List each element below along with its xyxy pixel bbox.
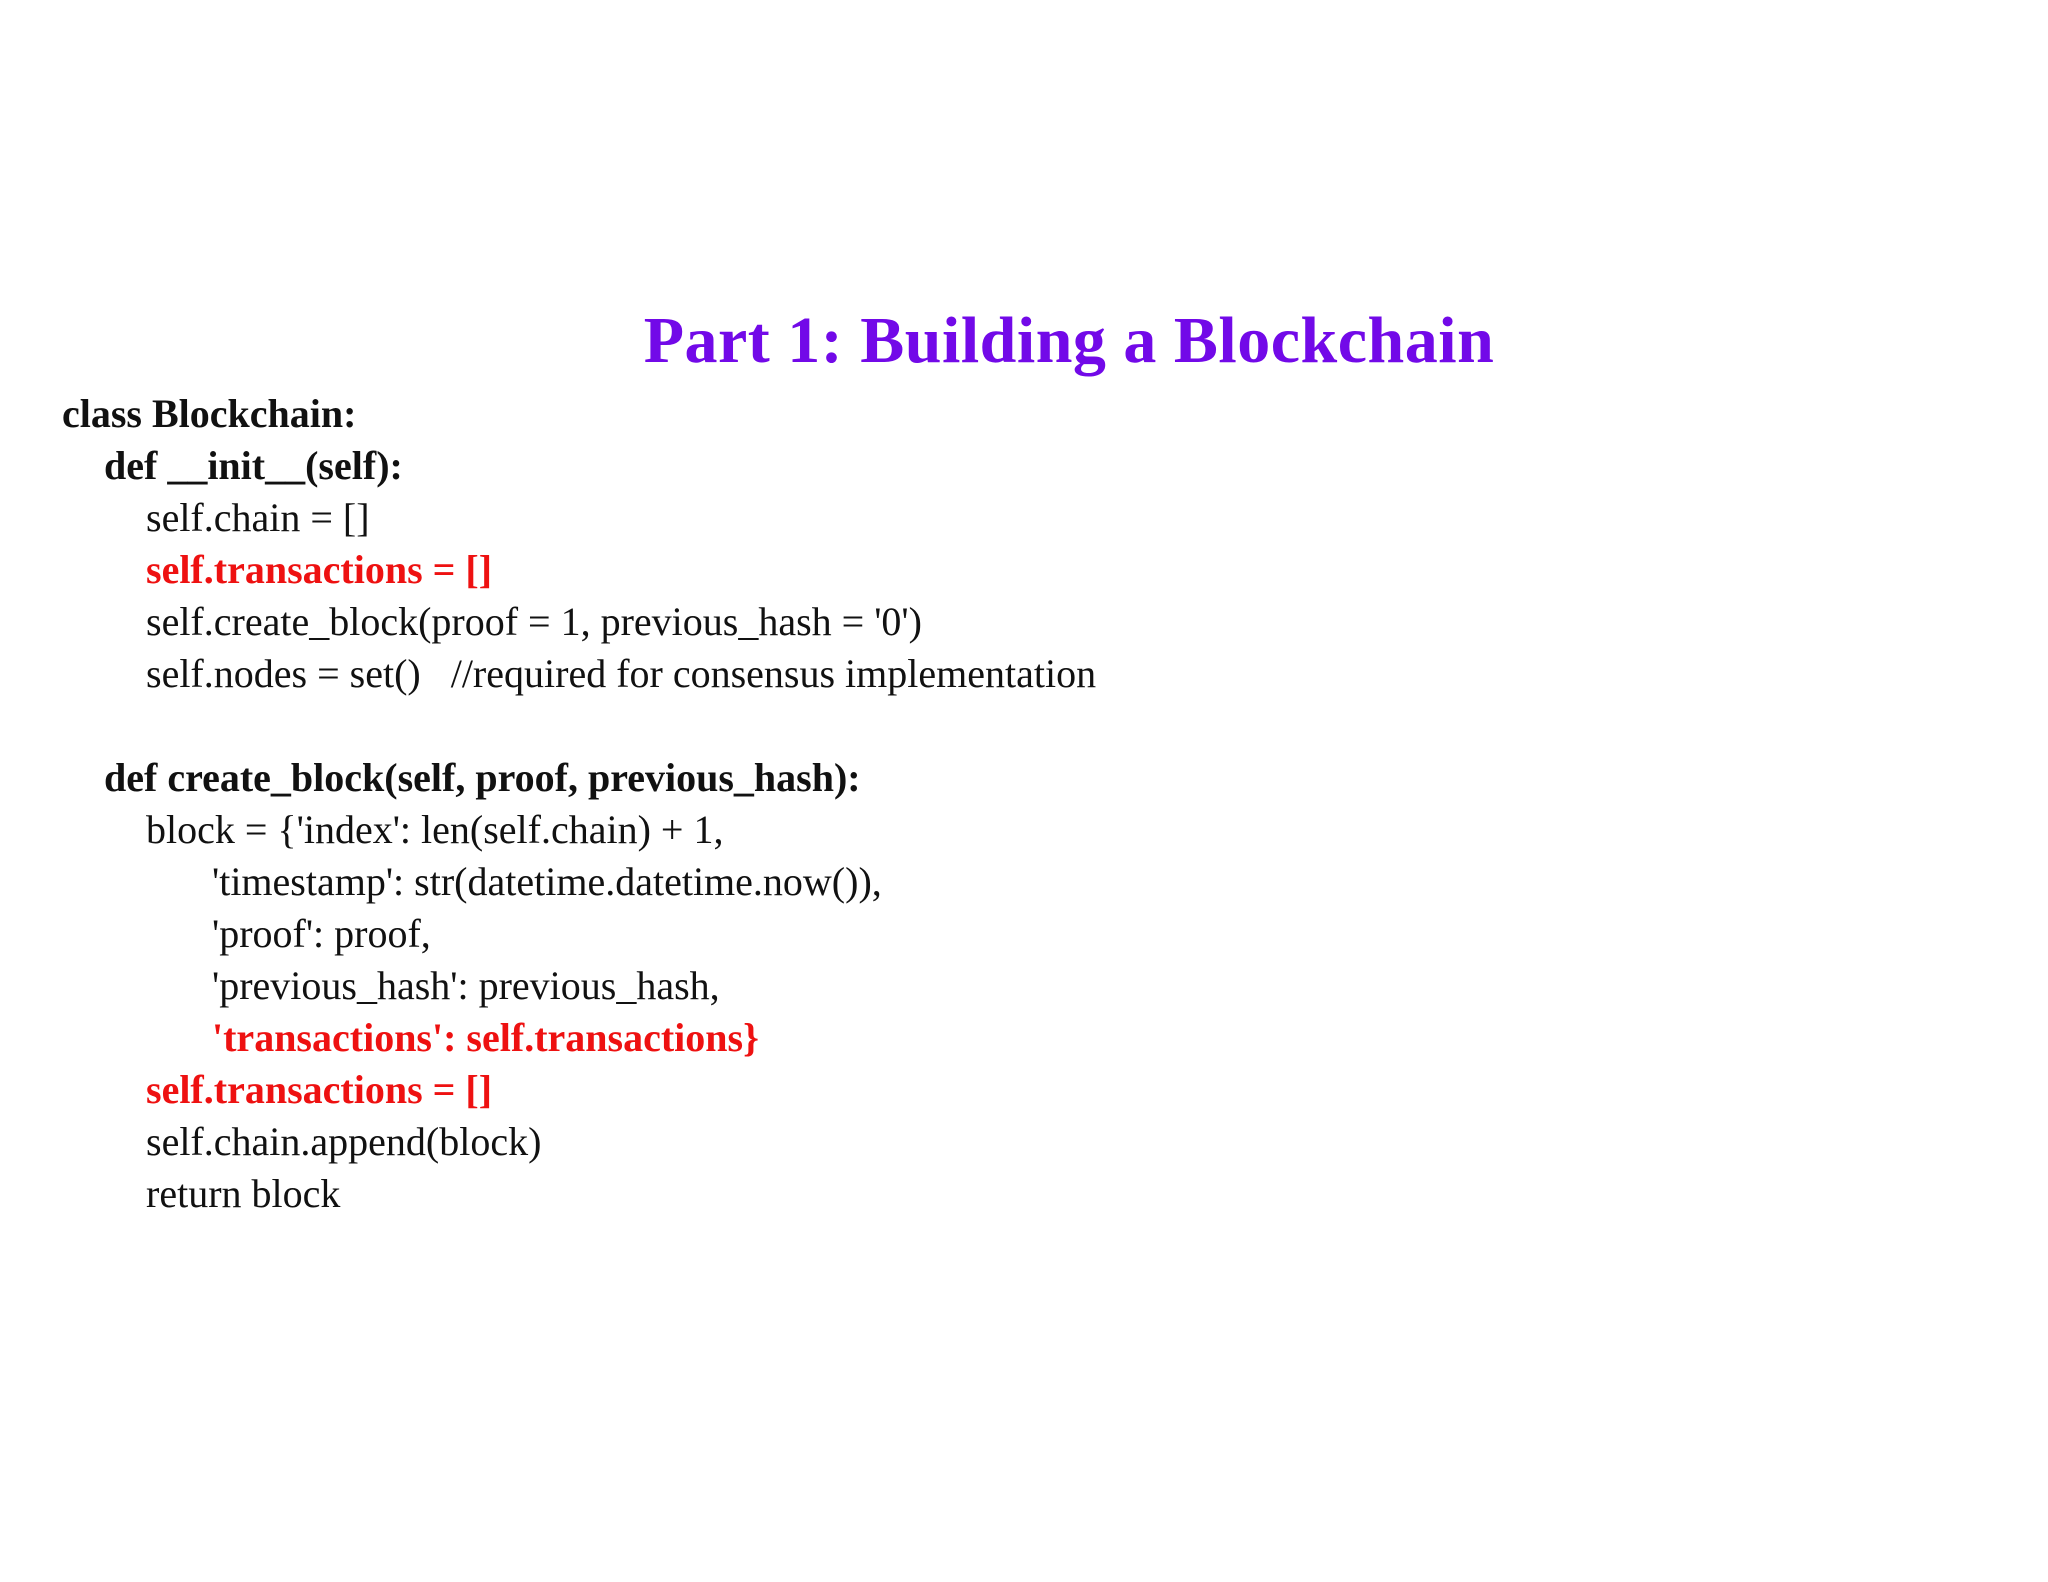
code-line: block = {'index': len(self.chain) + 1, xyxy=(146,807,724,852)
code-line: self.chain.append(block) xyxy=(146,1119,542,1164)
code-listing: class Blockchain: def __init__(self):self… xyxy=(62,388,1962,1220)
code-line-blank xyxy=(62,700,1962,752)
code-line: self.create_block(proof = 1, previous_ha… xyxy=(146,599,922,644)
code-line: return block xyxy=(146,1171,341,1216)
code-line: self.transactions = [] xyxy=(146,547,493,592)
code-line: class Blockchain: xyxy=(62,391,357,436)
code-line: 'timestamp': str(datetime.datetime.now()… xyxy=(212,859,882,904)
code-line: self.nodes = set() //required for consen… xyxy=(146,651,1097,696)
code-line: self.transactions = [] xyxy=(146,1067,493,1112)
code-line: 'proof': proof, xyxy=(212,911,431,956)
code-line: 'transactions': self.transactions} xyxy=(212,1015,759,1060)
code-line: def __init__(self): xyxy=(104,443,403,488)
page-title: Part 1: Building a Blockchain xyxy=(643,304,1495,378)
code-line: def create_block(self, proof, previous_h… xyxy=(104,755,861,800)
code-line: self.chain = [] xyxy=(146,495,370,540)
code-line: 'previous_hash': previous_hash, xyxy=(212,963,720,1008)
